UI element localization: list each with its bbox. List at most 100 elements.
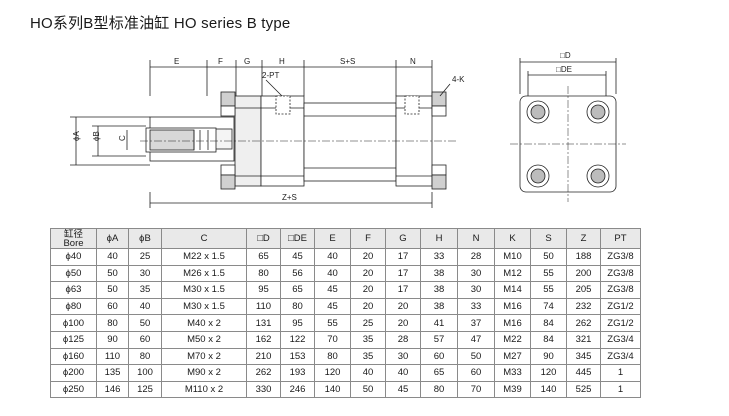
table-cell: 80	[96, 314, 129, 332]
table-cell: 65	[420, 364, 458, 382]
table-cell: M90 x 2	[161, 364, 247, 382]
table-cell: ϕ250	[50, 380, 97, 399]
table-cell: 55	[530, 264, 567, 283]
dim-c: C	[118, 135, 127, 141]
table-cell: 84	[530, 330, 567, 349]
table-cell: ZG1/2	[600, 314, 641, 332]
table-cell: ZG3/4	[600, 330, 641, 349]
header-cell: S	[530, 228, 567, 249]
table-cell: 50	[350, 380, 386, 399]
table-cell: 25	[350, 314, 386, 332]
table-cell: 20	[350, 281, 386, 299]
table-cell: 40	[350, 364, 386, 382]
header-cell: □DE	[280, 228, 315, 249]
table-cell: 90	[530, 347, 567, 366]
table-cell: 95	[280, 314, 315, 332]
table-cell: 40	[96, 248, 129, 266]
table-cell: M16	[494, 297, 531, 316]
page-title: HO系列B型标准油缸 HO series B type	[30, 15, 291, 32]
table-cell: 140	[314, 380, 351, 399]
table-cell: 120	[530, 364, 567, 382]
table-cell: 262	[246, 364, 281, 382]
table-cell: M33	[494, 364, 531, 382]
table-cell: 110	[246, 297, 281, 316]
table-cell: 60	[128, 330, 162, 349]
table-cell: 525	[566, 380, 601, 399]
table-cell: 210	[246, 347, 281, 366]
table-cell: M26 x 1.5	[161, 264, 247, 283]
port-label: 2-PT	[262, 71, 279, 80]
table-cell: 55	[314, 314, 351, 332]
table-cell: M110 x 2	[161, 380, 247, 399]
table-cell: 33	[420, 248, 458, 266]
table-cell: 122	[280, 330, 315, 349]
table-cell: 30	[457, 264, 495, 283]
table-cell: 37	[457, 314, 495, 332]
table-cell: M70 x 2	[161, 347, 247, 366]
dim-square-d: □D	[560, 51, 571, 60]
header-cell: PT	[600, 228, 641, 249]
table-cell: 125	[128, 380, 162, 399]
table-cell: 50	[96, 281, 129, 299]
table-cell: 17	[385, 264, 421, 283]
table-cell: M30 x 1.5	[161, 297, 247, 316]
table-cell: 35	[128, 281, 162, 299]
table-cell: 80	[314, 347, 351, 366]
table-cell: 80	[280, 297, 315, 316]
table-cell: 135	[96, 364, 129, 382]
dim-e: E	[174, 57, 179, 66]
table-cell: 40	[314, 264, 351, 283]
table-cell: 65	[280, 281, 315, 299]
dim-n: N	[410, 57, 416, 66]
table-cell: M12	[494, 264, 531, 283]
table-cell: 120	[314, 364, 351, 382]
table-cell: ϕ125	[50, 330, 97, 349]
table-cell: 38	[420, 264, 458, 283]
table-cell: 1	[600, 364, 641, 382]
table-cell: 205	[566, 281, 601, 299]
table-cell: 200	[566, 264, 601, 283]
table-cell: 20	[385, 297, 421, 316]
table-cell: 28	[385, 330, 421, 349]
table-cell: 30	[457, 281, 495, 299]
header-cell: C	[161, 228, 247, 249]
cylinder-drawing: E F G H S+S N 2-PT 4-K ϕA ϕB C Z+S □D □D…	[70, 51, 626, 208]
table-cell: 60	[96, 297, 129, 316]
table-cell: 41	[420, 314, 458, 332]
table-cell: 57	[420, 330, 458, 349]
table-cell: 80	[128, 347, 162, 366]
table-cell: M39	[494, 380, 531, 399]
header-cell: N	[457, 228, 495, 249]
table-cell: M10	[494, 248, 531, 266]
table-cell: 146	[96, 380, 129, 399]
header-cell: ϕB	[128, 228, 162, 249]
table-cell: ϕ80	[50, 297, 97, 316]
dim-square-de: □DE	[556, 65, 572, 74]
table-cell: 35	[350, 347, 386, 366]
table-cell: ϕ100	[50, 314, 97, 332]
header-cell: K	[494, 228, 531, 249]
table-cell: 20	[385, 314, 421, 332]
table-cell: 25	[128, 248, 162, 266]
table-cell: ZG3/8	[600, 248, 641, 266]
table-cell: 80	[420, 380, 458, 399]
table-cell: 38	[420, 297, 458, 316]
table-cell: 50	[530, 248, 567, 266]
table-cell: ϕ40	[50, 248, 97, 266]
table-cell: ϕ50	[50, 264, 97, 283]
table-cell: 110	[96, 347, 129, 366]
table-cell: 40	[314, 248, 351, 266]
table-cell: 60	[420, 347, 458, 366]
table-cell: 131	[246, 314, 281, 332]
table-cell: 45	[314, 297, 351, 316]
table-cell: 246	[280, 380, 315, 399]
table-cell: 80	[246, 264, 281, 283]
